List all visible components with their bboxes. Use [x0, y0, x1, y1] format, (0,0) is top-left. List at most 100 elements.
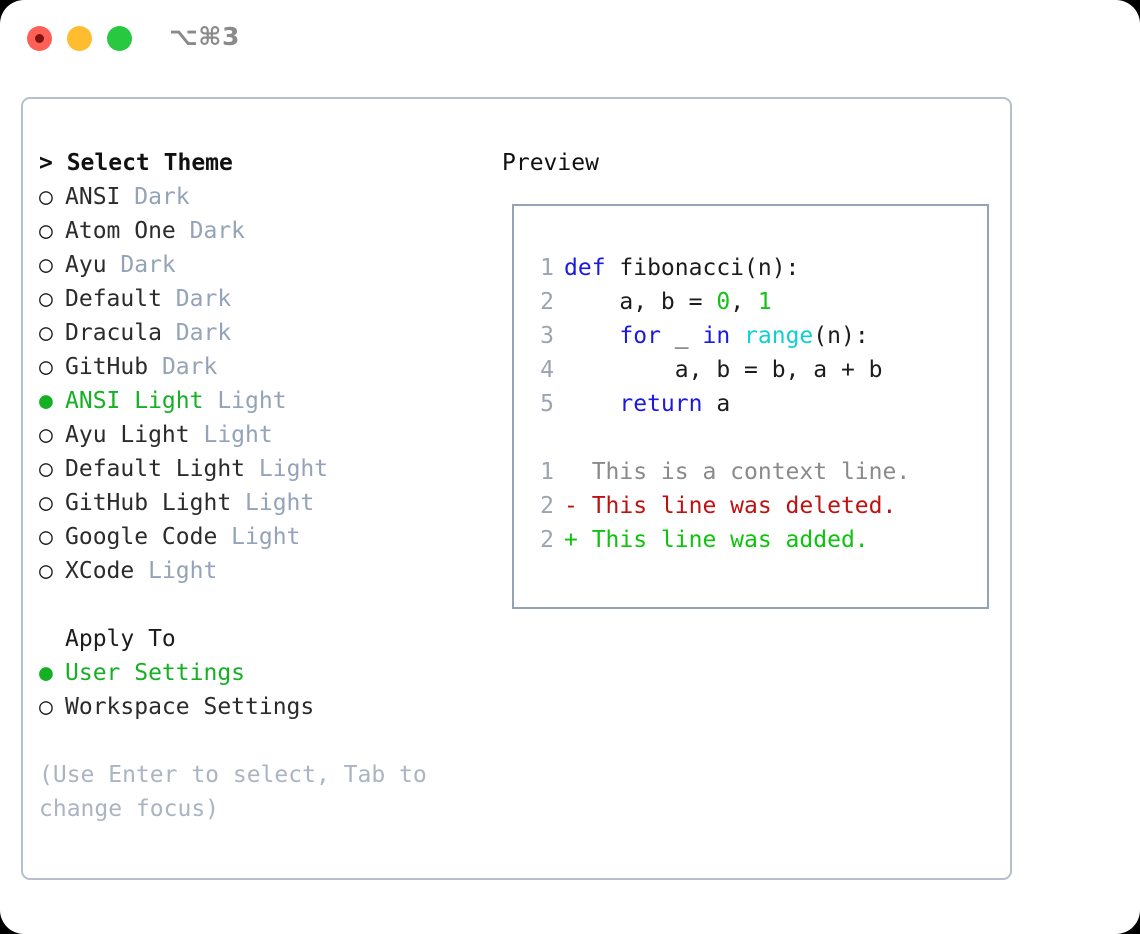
theme-name: ANSI: [65, 184, 135, 210]
theme-name: Ayu Light: [65, 422, 204, 448]
theme-list: ○ANSI Dark○Atom One Dark○Ayu Dark○Defaul…: [39, 180, 499, 588]
list-spacer: [39, 588, 499, 622]
radio-unselected-icon: ○: [39, 354, 53, 380]
diff-text: This is a context line.: [564, 459, 911, 485]
theme-list-item[interactable]: ○ Dracula Dark: [39, 316, 499, 350]
theme-list-item[interactable]: ○ Atom One Dark: [39, 214, 499, 248]
keyboard-hint-text: (Use Enter to select, Tab to change focu…: [39, 762, 441, 822]
preview-title: Preview: [502, 150, 599, 176]
radio-selected-icon: ●: [39, 660, 53, 686]
code-token: a, b = b, a + b: [564, 357, 883, 383]
theme-list-item[interactable]: ○Default Dark: [39, 282, 499, 316]
diff-text: - This line was deleted.: [564, 493, 897, 519]
code-token: 0: [716, 289, 731, 315]
code-line: 4 a, b = b, a + b: [526, 353, 981, 387]
theme-list-item[interactable]: ○ GitHub Light Light: [39, 486, 499, 520]
diff-line: 2- This line was deleted.: [526, 489, 981, 523]
theme-list-item[interactable]: ○ ANSI Dark: [39, 180, 499, 214]
code-diff-gap: [526, 421, 981, 455]
theme-name: Google Code: [65, 524, 232, 550]
code-token: return: [619, 391, 703, 417]
radio-unselected-icon: ○: [39, 558, 53, 584]
theme-variant-label: Light: [258, 456, 329, 482]
hint-spacer: [39, 724, 499, 758]
theme-variant-label: Light: [231, 524, 301, 550]
radio-unselected-icon: ○: [39, 252, 53, 278]
code-token: for: [619, 323, 661, 349]
theme-list-item[interactable]: ○Default Light Light: [39, 452, 499, 486]
radio-unselected-icon: ○: [39, 320, 53, 346]
theme-variant-label: Dark: [189, 218, 246, 244]
theme-list-column: > Select Theme ○ANSI Dark○Atom One Dark○…: [39, 146, 499, 826]
radio-unselected-icon: ○: [39, 456, 53, 482]
apply-to-option[interactable]: ○Workspace Settings: [39, 690, 499, 724]
line-number: 5: [540, 391, 554, 417]
theme-variant-label: Light: [203, 422, 273, 448]
code-token: [564, 391, 619, 417]
theme-variant-label: Dark: [134, 184, 190, 210]
code-token: (n):: [813, 323, 869, 349]
code-line: 1 def fibonacci(n):: [526, 251, 981, 285]
theme-name: Dracula: [65, 320, 176, 346]
theme-variant-label: Dark: [120, 252, 176, 278]
apply-to-options: ● User Settings ○Workspace Settings: [39, 656, 499, 724]
code-token: [564, 323, 619, 349]
diff-line: 1 This is a context line.: [526, 455, 981, 489]
theme-variant-label: Dark: [161, 354, 218, 380]
code-token: in: [702, 323, 731, 349]
maximize-window-button[interactable]: [107, 26, 132, 51]
code-token: _: [660, 323, 703, 349]
title-bar: ⌥⌘3: [0, 0, 1140, 78]
radio-unselected-icon: ○: [39, 490, 53, 516]
apply-to-label: User Settings: [65, 660, 246, 686]
diff-text: + This line was added.: [564, 527, 869, 553]
close-window-button[interactable]: [27, 26, 52, 51]
theme-variant-label: Light: [148, 558, 218, 584]
line-number: 4: [540, 357, 554, 383]
theme-name: GitHub: [65, 354, 162, 380]
theme-variant-label: Dark: [175, 320, 232, 346]
code-token: a, b =: [564, 289, 717, 315]
radio-unselected-icon: ○: [39, 218, 53, 244]
code-token: a: [702, 391, 731, 417]
code-line: 5 return a: [526, 387, 981, 421]
code-line: 2 a, b = 0, 1: [526, 285, 981, 319]
theme-variant-label: Light: [245, 490, 315, 516]
theme-picker-panel: > Select Theme ○ANSI Dark○Atom One Dark○…: [21, 97, 1012, 880]
theme-list-item[interactable]: ○XCode Light: [39, 554, 499, 588]
line-number: 2: [540, 289, 554, 315]
radio-unselected-icon: ○: [39, 422, 53, 448]
radio-unselected-icon: ○: [39, 524, 53, 550]
theme-list-item[interactable]: ○ Ayu Dark: [39, 248, 499, 282]
theme-variant-label: Light: [217, 388, 287, 414]
theme-name: Default: [65, 286, 176, 312]
theme-name: ANSI Light: [65, 388, 218, 414]
theme-list-item[interactable]: ○ GitHub Dark: [39, 350, 499, 384]
code-line: 3 for _ in range(n):: [526, 319, 981, 353]
apply-to-option[interactable]: ● User Settings: [39, 656, 499, 690]
theme-name: Atom One: [65, 218, 190, 244]
theme-name: GitHub Light: [65, 490, 246, 516]
minimize-window-button[interactable]: [67, 26, 92, 51]
code-token: fibonacci(n):: [619, 255, 800, 281]
keyboard-shortcut-label: ⌥⌘3: [169, 22, 240, 51]
theme-list-item[interactable]: ●ANSI Light Light: [39, 384, 499, 418]
diff-sample: 1 This is a context line.2- This line wa…: [526, 455, 981, 557]
code-token: def: [564, 255, 620, 281]
theme-list-item[interactable]: ○ Ayu Light Light: [39, 418, 499, 452]
radio-unselected-icon: ○: [39, 184, 53, 210]
line-number: 2: [540, 527, 554, 553]
code-token: 1: [757, 289, 772, 315]
select-theme-header: > Select Theme: [39, 150, 233, 176]
radio-unselected-icon: ○: [39, 286, 53, 312]
theme-list-item[interactable]: ○ Google Code Light: [39, 520, 499, 554]
line-number: 1: [540, 255, 554, 281]
code-token: range: [744, 323, 814, 349]
theme-name: Ayu: [65, 252, 121, 278]
line-number: 1: [540, 459, 554, 485]
